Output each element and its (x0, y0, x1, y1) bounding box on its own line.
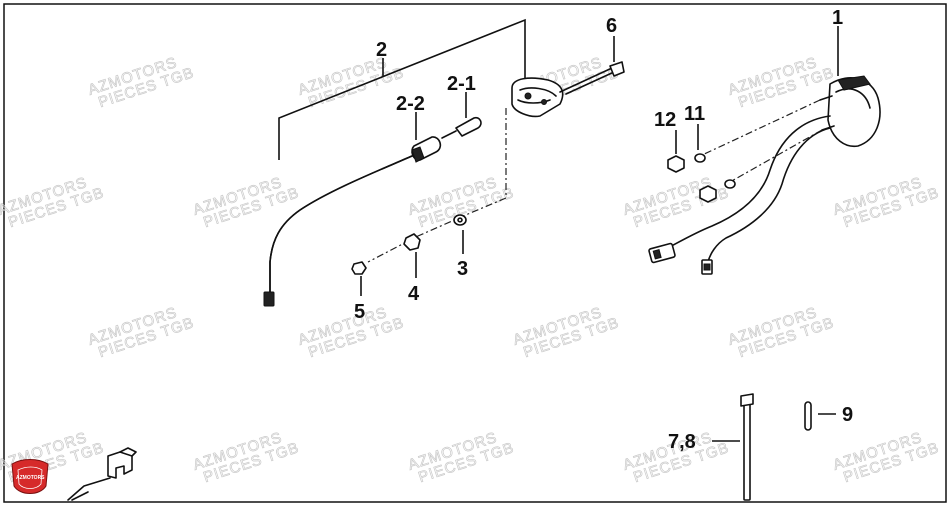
callout-9: 9 (842, 404, 853, 426)
nut-5 (351, 261, 367, 275)
assembly-leader-bottom (729, 129, 823, 183)
callout-5: 5 (354, 301, 365, 323)
assembly-leader-top (699, 99, 821, 157)
callout-2: 2 (376, 39, 387, 61)
tail-lamp-wire (659, 115, 831, 253)
tail-lamp (819, 75, 881, 148)
callout-3: 3 (457, 258, 468, 280)
frame-bracket-fragment (67, 447, 137, 501)
nut-12-upper (667, 155, 685, 173)
screw-6 (559, 61, 625, 95)
washer-11-upper (694, 153, 706, 163)
assembly-leader-left (367, 108, 507, 263)
callout-1: 1 (832, 7, 843, 29)
logo-text: AZMOTORS (16, 475, 45, 481)
callout-7-8: 7,8 (668, 431, 696, 453)
callout-12: 12 (654, 109, 676, 131)
nut-12-lower (699, 185, 717, 203)
washer-3 (453, 214, 467, 226)
washer-11-lower (724, 179, 736, 189)
callout-6: 6 (606, 15, 617, 37)
nut-4 (403, 233, 421, 251)
tail-connector-main (648, 242, 676, 264)
cable-tie (740, 393, 754, 501)
license-wire (269, 155, 413, 293)
azmotors-logo: AZMOTORS (11, 459, 49, 494)
callout-2-1: 2-1 (447, 73, 476, 95)
callout-2-2: 2-2 (396, 93, 425, 115)
diagram-frame (3, 3, 947, 503)
callout-11: 11 (684, 103, 705, 125)
bracket-2 (278, 18, 526, 160)
wire-connector-left (263, 291, 275, 307)
license-lamp-housing (511, 77, 564, 118)
clip-9 (804, 401, 812, 431)
bulb (441, 116, 482, 139)
bulb-socket (411, 136, 442, 163)
callout-4: 4 (408, 283, 420, 305)
